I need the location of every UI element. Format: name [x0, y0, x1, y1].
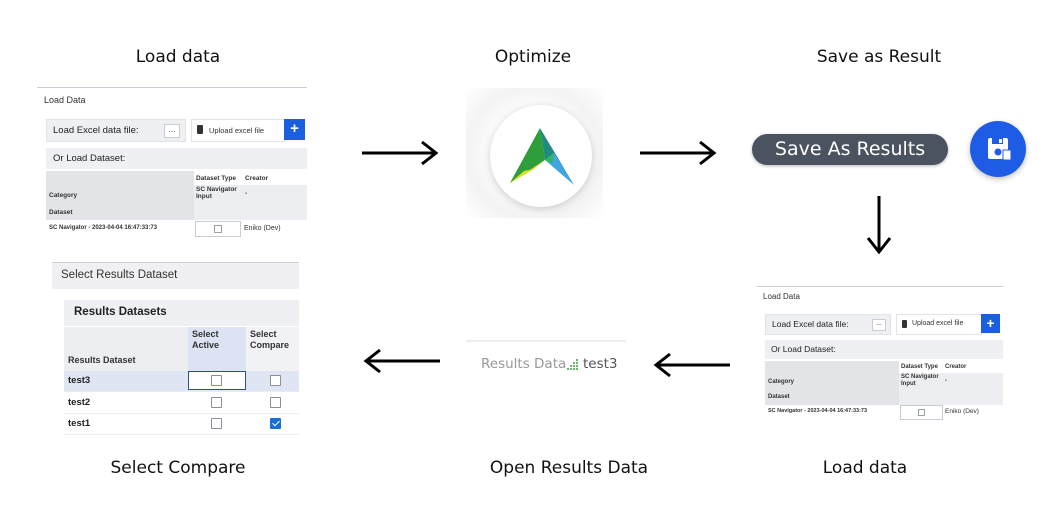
arrow-left-2 — [363, 348, 440, 374]
select-active-header: Select Active — [192, 329, 220, 350]
or-load-label: Or Load Dataset: — [53, 153, 126, 164]
arrow-right-2 — [640, 140, 717, 166]
select-active-column-bg — [188, 327, 246, 371]
dataset-checkbox-cell[interactable] — [195, 221, 241, 237]
dataset-label: Dataset — [49, 209, 73, 216]
category-column — [46, 171, 194, 220]
creator-value: Eniko (Dev) — [945, 408, 979, 415]
load-data-panel-top: Load Data Load Excel data file: ... Uplo… — [37, 87, 307, 238]
sc-navigator-input: SC Navigator Input — [196, 186, 237, 201]
dataset-name: SC Navigator - 2023-04-04 16:47:33:73 — [49, 225, 158, 231]
upload-excel-label: Upload excel file — [209, 126, 265, 135]
caption-optimize: Optimize — [494, 47, 572, 67]
category-label: Category — [768, 379, 795, 385]
creator-header: Creator — [245, 175, 269, 182]
results-data-label: Results Data — [481, 356, 567, 372]
caption-load-data-bottom: Load data — [822, 458, 908, 478]
creator-dash: - — [245, 190, 248, 197]
select-active-checkbox[interactable] — [211, 418, 222, 429]
dataset-checkbox[interactable] — [918, 409, 925, 416]
table-row[interactable] — [64, 371, 299, 391]
creator-dash: - — [945, 378, 947, 384]
type-row-bg — [194, 185, 307, 220]
open-results-box[interactable]: Results Data test3 — [466, 340, 626, 382]
load-excel-row: Load Excel data file: ... — [46, 119, 186, 142]
select-results-title: Select Results Dataset — [61, 269, 178, 281]
caption-load-data-top: Load data — [135, 47, 221, 67]
dataset-label: Dataset — [768, 394, 790, 400]
results-row-name: test1 — [68, 418, 91, 429]
category-column — [765, 361, 899, 405]
add-button[interactable]: + — [284, 119, 305, 140]
sc-navigator-input: SC Navigator Input — [901, 374, 939, 387]
load-excel-label: Load Excel data file: — [772, 319, 849, 329]
select-compare-checkbox-checked[interactable] — [270, 418, 281, 429]
results-dataset-header: Results Dataset — [68, 355, 136, 365]
browse-button[interactable]: ... — [164, 124, 180, 138]
upload-excel-button[interactable]: Upload excel file — [896, 314, 982, 335]
table-bottom-line — [64, 434, 299, 435]
browse-button[interactable]: ... — [872, 319, 886, 331]
select-compare-header: Select Compare — [250, 329, 290, 350]
results-row-name: test2 — [68, 397, 91, 408]
results-row-name: test3 — [68, 375, 91, 386]
or-load-dataset: Or Load Dataset: — [765, 340, 1003, 359]
category-label: Category — [49, 192, 78, 199]
creator-header: Creator — [945, 364, 967, 370]
dotted-bars-icon — [567, 359, 578, 370]
add-button[interactable]: + — [981, 314, 1000, 333]
upload-excel-label: Upload excel file — [912, 320, 964, 327]
type-row-bg — [899, 373, 1003, 405]
dataset-type-header: Dataset Type — [196, 175, 236, 182]
or-load-dataset: Or Load Dataset: — [46, 148, 307, 169]
creator-value: Eniko (Dev) — [244, 225, 281, 232]
caption-open-results-data: Open Results Data — [489, 458, 649, 478]
results-datasets-title: Results Datasets — [74, 306, 167, 318]
select-compare-checkbox[interactable] — [270, 375, 281, 386]
load-excel-label: Load Excel data file: — [53, 125, 139, 136]
dataset-checkbox-cell[interactable] — [900, 405, 943, 420]
save-fab-button[interactable] — [970, 121, 1026, 177]
arrow-down — [866, 196, 892, 255]
load-data-panel-bottom: Load Data Load Excel data file: ... Uplo… — [757, 286, 1003, 422]
results-datasets-subheader: Results Datasets — [64, 300, 299, 326]
floppy-disk-icon — [988, 138, 1012, 161]
results-dataset-column-bg — [64, 327, 188, 371]
dataset-checkbox[interactable] — [214, 225, 222, 233]
optimize-button[interactable] — [490, 105, 592, 207]
select-compare-checkbox[interactable] — [270, 397, 281, 408]
dataset-name: SC Navigator - 2023-04-04 16:47:33:73 — [768, 408, 868, 414]
select-compare-column-bg — [246, 327, 299, 371]
select-results-header: Select Results Dataset — [52, 262, 299, 289]
results-data-value: test3 — [583, 356, 618, 372]
load-data-title: Load Data — [763, 292, 800, 301]
arrow-right-1 — [362, 140, 439, 166]
upload-excel-button[interactable]: Upload excel file — [191, 119, 285, 142]
caption-save-as-result: Save as Result — [816, 47, 942, 67]
optimize-logo-icon — [510, 128, 574, 185]
caption-select-compare: Select Compare — [110, 458, 246, 478]
save-as-results-button[interactable]: Save As Results Data — [752, 134, 948, 191]
load-excel-row: Load Excel data file: ... — [765, 314, 891, 335]
table-row[interactable] — [64, 413, 299, 435]
arrow-left-1 — [653, 352, 730, 378]
dataset-type-header: Dataset Type — [901, 364, 938, 370]
file-icon — [197, 125, 203, 134]
select-active-checkbox[interactable] — [211, 397, 222, 408]
load-data-title: Load Data — [44, 95, 86, 105]
or-load-label: Or Load Dataset: — [771, 344, 836, 354]
select-active-checkbox[interactable] — [211, 375, 222, 386]
table-row[interactable] — [64, 391, 299, 413]
file-icon — [902, 320, 907, 328]
